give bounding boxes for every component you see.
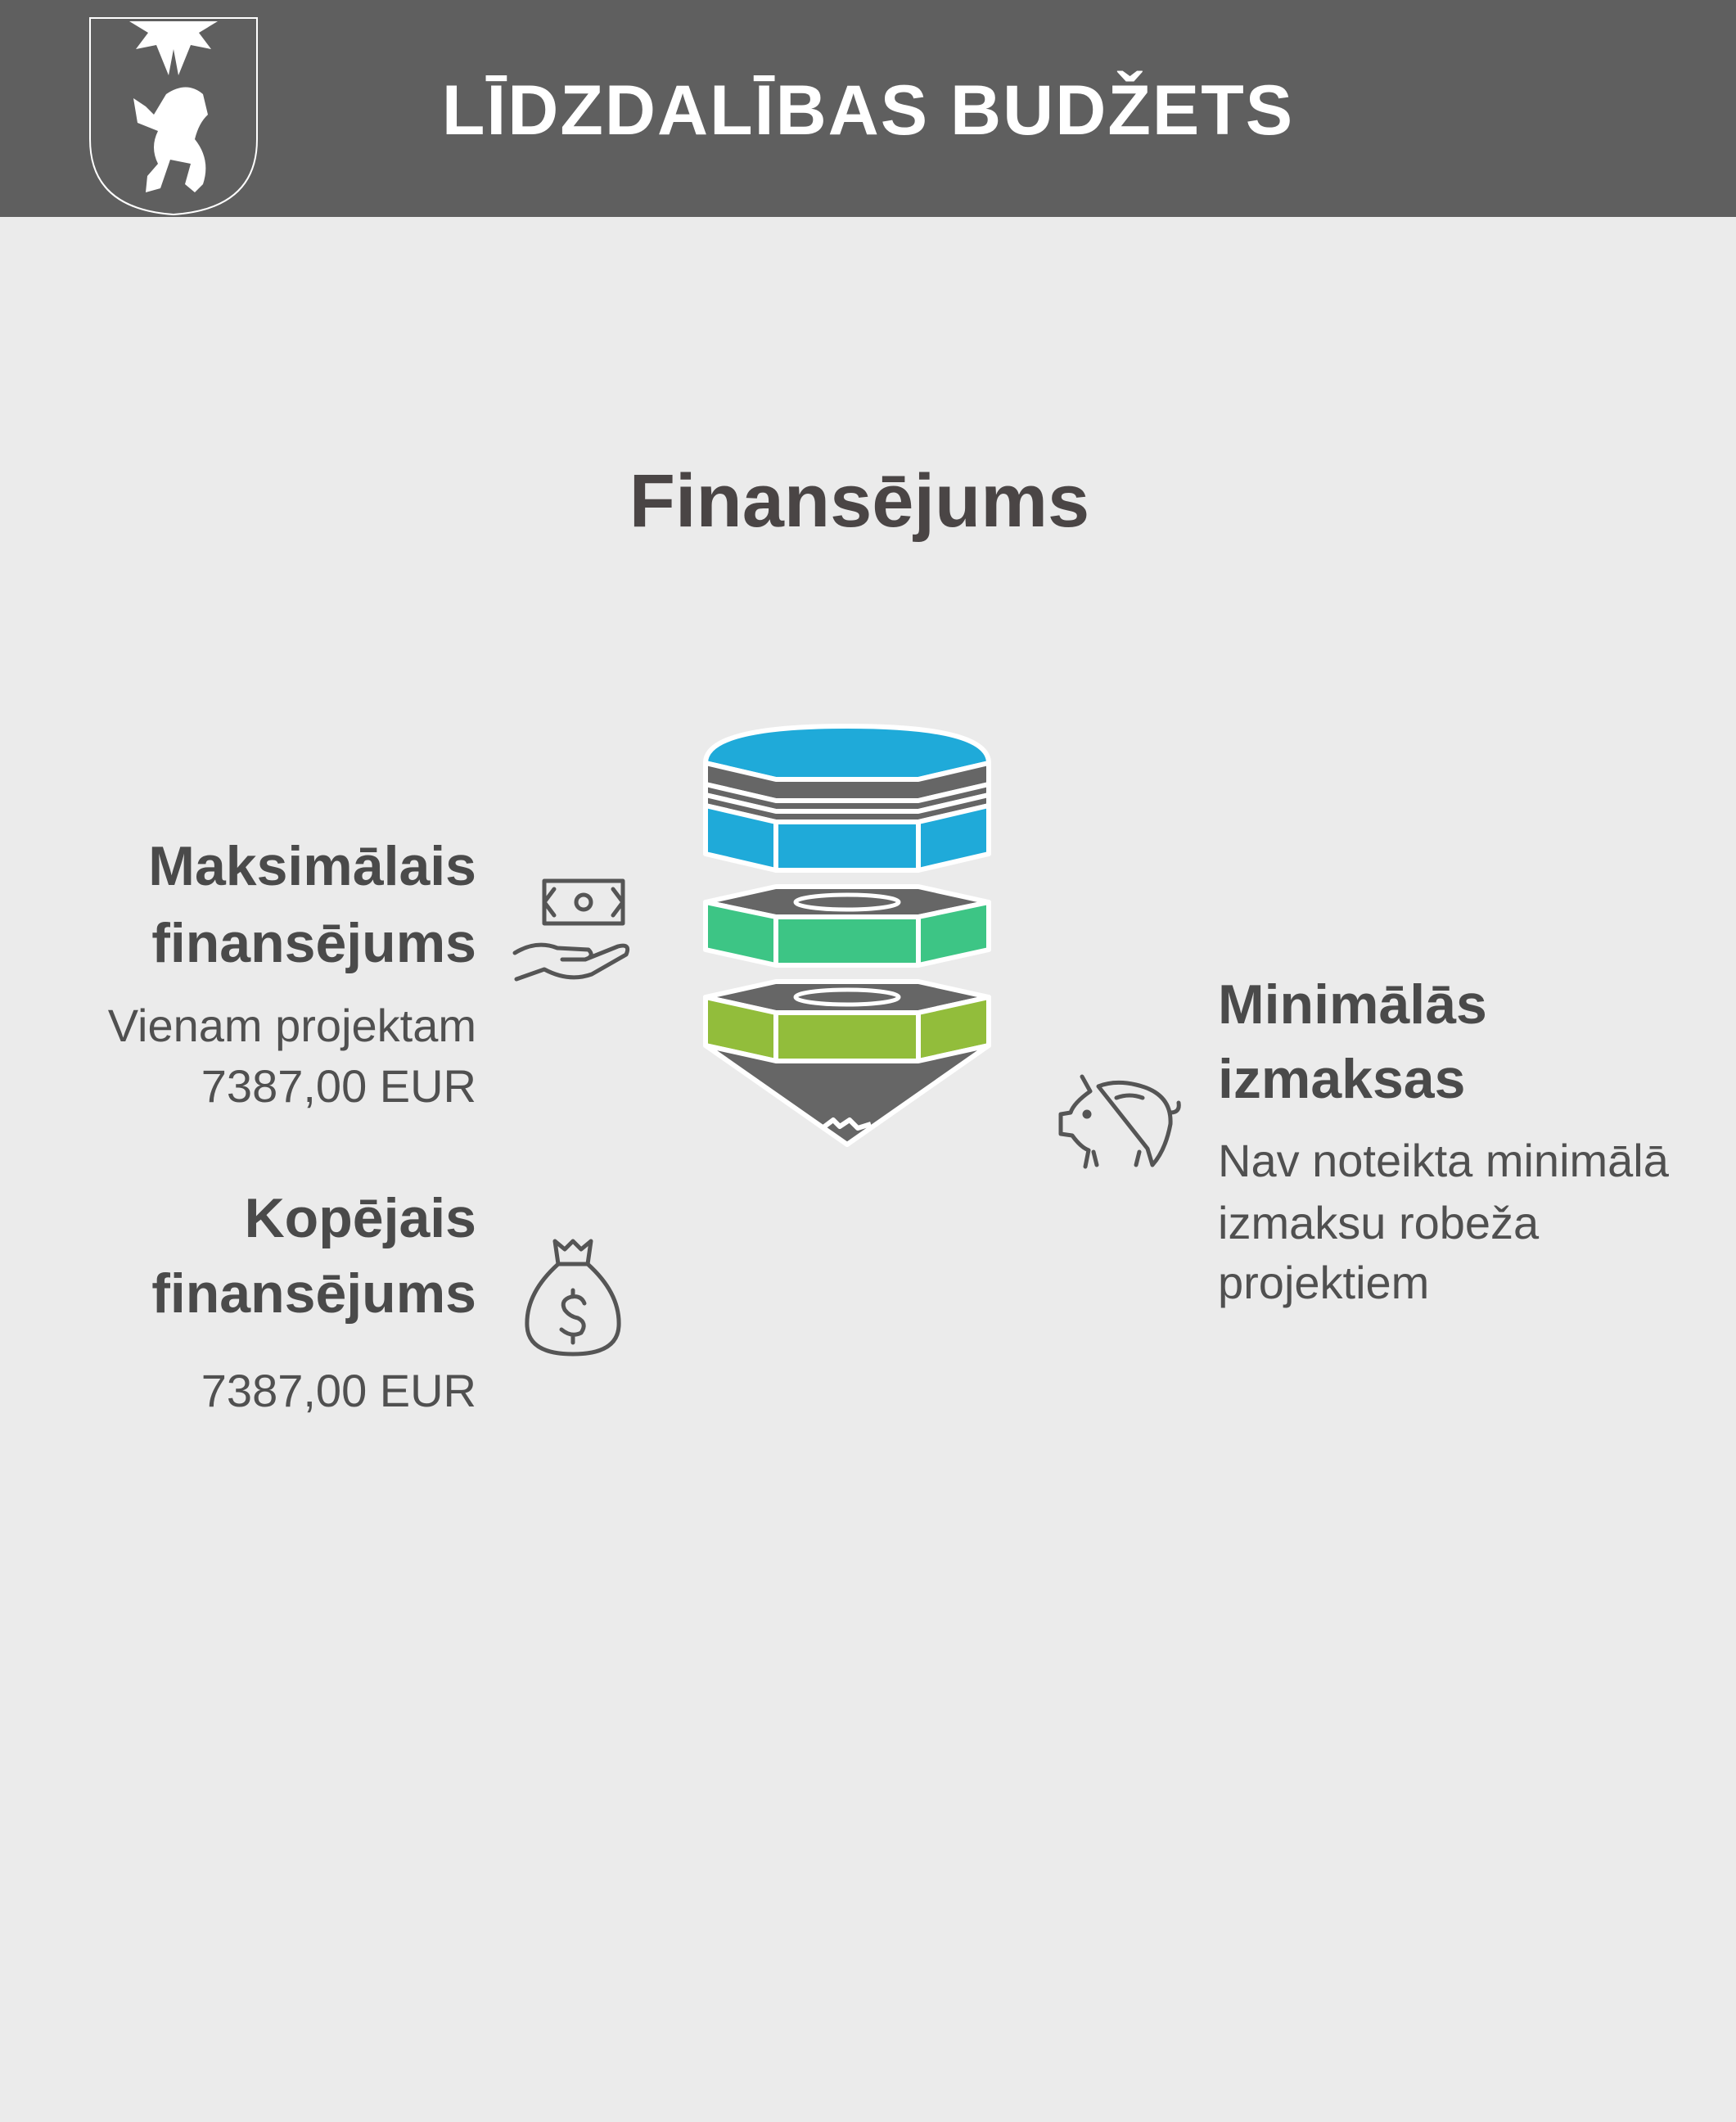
max-funding-heading-line2: finansējums bbox=[151, 912, 476, 974]
green-segment-front bbox=[773, 914, 921, 968]
page-title: Finansējums bbox=[629, 459, 1090, 543]
coat-of-arms-logo bbox=[89, 17, 258, 216]
min-cost-body-line3: projektiem bbox=[1218, 1257, 1430, 1308]
total-funding-heading-line2: finansējums bbox=[151, 1262, 476, 1325]
pencil-lead bbox=[822, 1117, 872, 1131]
max-funding-heading-line1: Maksimālais bbox=[148, 835, 476, 897]
total-funding-heading-line1: Kopējais bbox=[244, 1187, 476, 1249]
pencil-blue-right bbox=[916, 803, 991, 873]
green-segment-hole bbox=[793, 892, 901, 912]
lime-segment-hole bbox=[793, 987, 901, 1007]
money-bag-icon bbox=[525, 1239, 621, 1357]
min-cost-heading-line2: izmaksas bbox=[1218, 1048, 1466, 1110]
money-hand-icon bbox=[512, 878, 630, 982]
pencil-blue-front bbox=[773, 819, 921, 873]
total-funding-amount: 7387,00 EUR bbox=[201, 1365, 476, 1416]
piggy-bank-icon bbox=[1058, 1074, 1181, 1169]
green-segment-right bbox=[916, 900, 991, 968]
pencil-eraser-top bbox=[703, 724, 991, 782]
min-cost-heading-line1: Minimālās bbox=[1218, 973, 1487, 1036]
header: LĪDZDALĪBAS BUDŽETS bbox=[0, 0, 1736, 217]
min-cost-body-line2: izmaksu robeža bbox=[1218, 1197, 1540, 1248]
max-funding-body-line2: 7387,00 EUR bbox=[201, 1060, 476, 1112]
min-cost-body-line1: Nav noteikta minimālā bbox=[1218, 1135, 1669, 1186]
header-title: LĪDZDALĪBAS BUDŽETS bbox=[441, 71, 1295, 150]
max-funding-body-line1: Vienam projektam bbox=[107, 1000, 476, 1051]
lime-segment-front bbox=[773, 1010, 921, 1063]
pencil-tip bbox=[703, 1043, 991, 1147]
